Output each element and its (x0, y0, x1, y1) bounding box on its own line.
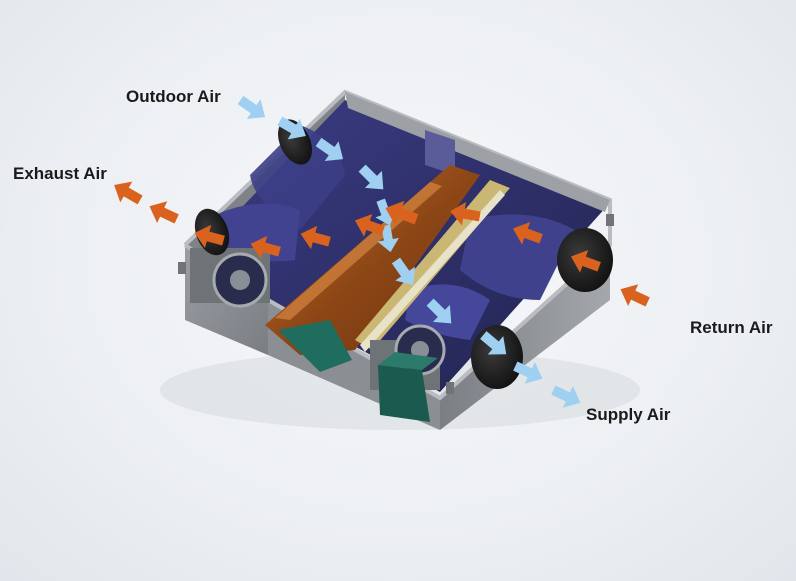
fresh-air-arrow-icon (377, 224, 399, 253)
stale-air-arrow-icon (385, 200, 419, 226)
stale-air-arrow-icon (570, 250, 601, 273)
fresh-air-arrow-icon (375, 198, 396, 226)
airflow-arrows (114, 95, 650, 408)
fresh-air-arrow-icon (277, 116, 306, 140)
control-box (378, 365, 430, 422)
outdoor-air-label: Outdoor Air (126, 87, 221, 106)
stale-air-arrow-icon (114, 181, 143, 205)
stale-air-arrow-icon (450, 201, 481, 226)
fresh-air-arrow-icon (551, 385, 581, 408)
casing-back-right-wall (345, 92, 610, 212)
return-chamber (460, 214, 575, 300)
mounting-bracket (178, 262, 186, 274)
control-box-top (378, 352, 438, 370)
mounting-bracket (446, 382, 454, 394)
stale-air-arrow-icon (149, 201, 179, 224)
exhaust-fan (190, 248, 270, 308)
mounting-bracket (606, 214, 614, 226)
filter-teal-block (278, 320, 352, 372)
filter-panel-front (360, 190, 505, 352)
exhaust-air-label: Exhaust Air (13, 164, 107, 183)
stale-air-arrow-icon (512, 222, 543, 245)
fresh-air-arrow-icon (480, 331, 507, 355)
return-air-label: Return Air (690, 318, 773, 337)
fresh-air-arrow-icon (426, 298, 452, 324)
outdoor-plenum (250, 125, 345, 230)
stale-air-arrow-icon (250, 235, 281, 260)
fresh-air-arrow-icon (391, 257, 415, 286)
heat-exchanger-core (265, 165, 480, 355)
center-divider (425, 130, 455, 175)
stale-air-arrow-icon (620, 284, 650, 307)
fresh-air-arrow-icon (315, 137, 344, 161)
supply-air-label: Supply Air (586, 405, 671, 424)
stale-air-arrow-icon (194, 224, 225, 249)
stale-air-arrow-icon (300, 225, 331, 250)
casing-right-wall (440, 245, 610, 430)
fresh-air-arrow-icon (513, 361, 543, 384)
fresh-air-arrow-icon (358, 164, 384, 190)
stale-air-arrow-icon (354, 214, 385, 237)
fresh-air-arrow-icon (237, 95, 266, 119)
duct-collar-icon (471, 325, 523, 389)
